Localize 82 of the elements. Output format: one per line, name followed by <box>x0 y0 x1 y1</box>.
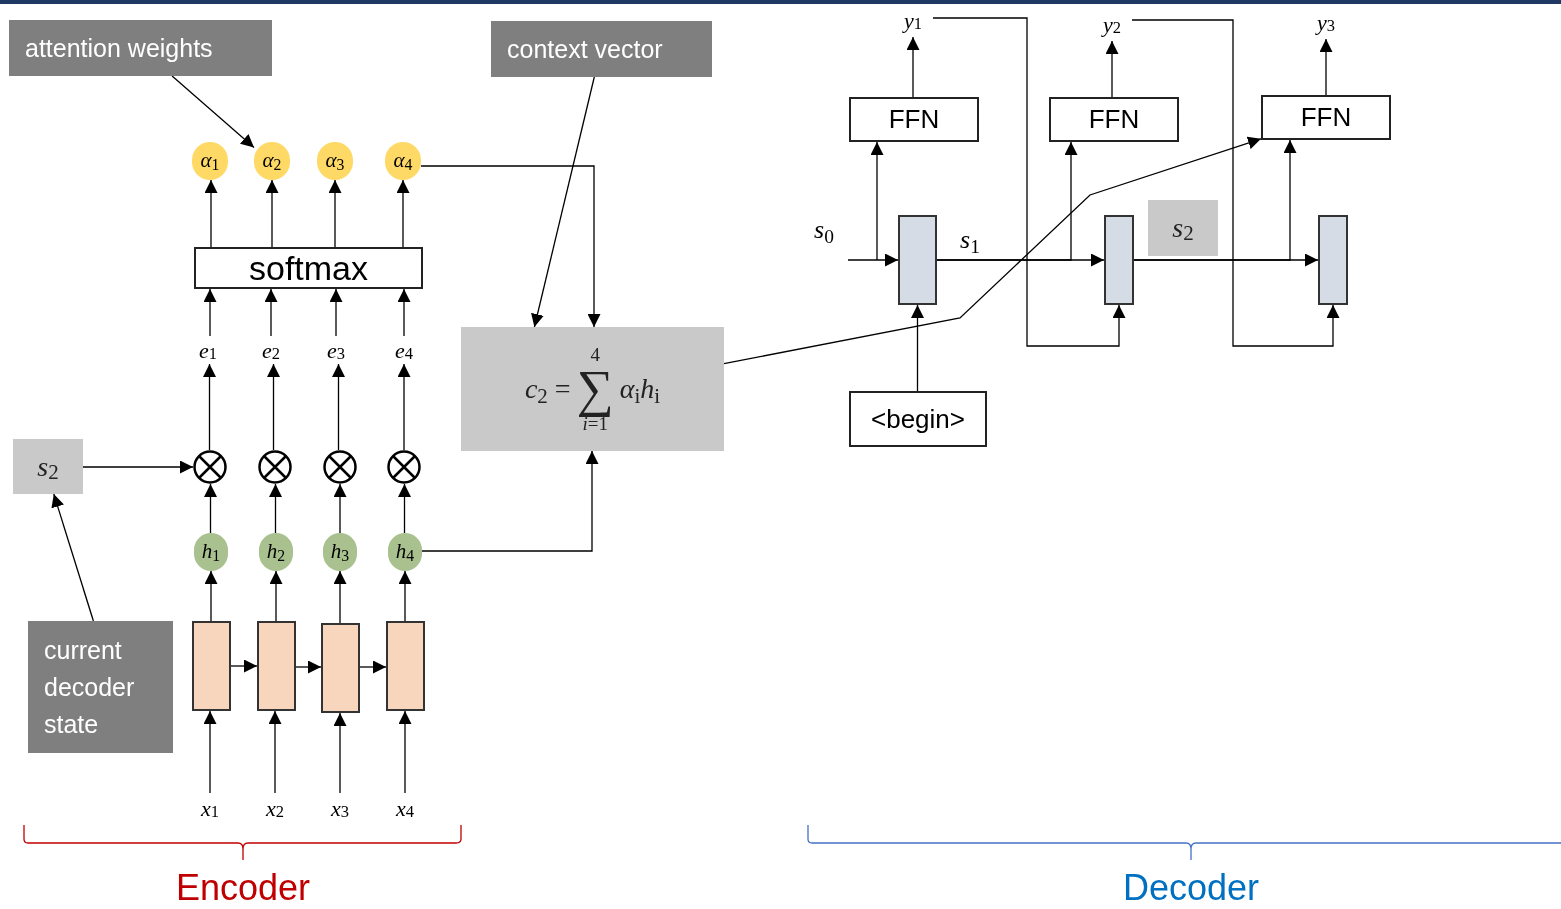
arrow <box>1319 38 1333 96</box>
callout-box: attention weights <box>9 20 272 76</box>
arrow <box>1105 40 1119 98</box>
arrow <box>171 75 255 149</box>
decoder-cell <box>1318 215 1348 305</box>
arrow <box>847 253 899 267</box>
decoder-cell <box>898 215 937 305</box>
arrow <box>870 141 884 261</box>
arrow <box>723 136 1262 365</box>
arrow <box>398 710 412 794</box>
arrow <box>333 712 347 794</box>
arrow <box>359 660 387 674</box>
arrow <box>82 460 194 474</box>
arrow <box>333 483 347 534</box>
arrow <box>1133 139 1297 261</box>
ffn-box: FFN <box>849 97 979 142</box>
arrow <box>267 363 280 451</box>
arrow <box>230 659 258 673</box>
math-variable: y$_{1}$ <box>893 3 933 37</box>
arrow <box>203 710 217 794</box>
math-variable: x$_{2}$ <box>257 793 293 823</box>
arrow <box>398 483 411 534</box>
callout-box: current decoder state <box>28 621 173 753</box>
math-variable: e$_{1}$ <box>190 336 226 364</box>
callout-box: context vector <box>491 21 712 77</box>
encoder-cell <box>257 621 296 711</box>
arrow <box>1131 19 1340 347</box>
section-label: Encoder <box>175 868 311 908</box>
arrow <box>932 17 1126 347</box>
arrow <box>421 450 599 552</box>
arrow <box>906 36 920 98</box>
math-variable: e$_{2}$ <box>253 336 289 364</box>
formula-text: c$_{2}$ = <box>524 372 571 410</box>
sum-limit: 4 <box>590 345 600 364</box>
arrow <box>936 141 1078 261</box>
arrow <box>264 288 278 337</box>
arrow <box>204 483 217 534</box>
arrow <box>269 483 282 534</box>
arrow <box>204 570 218 622</box>
arrow <box>268 710 282 794</box>
math-variable: x$_{4}$ <box>387 793 423 823</box>
decoder-cell <box>1104 215 1134 305</box>
multiply-symbol <box>193 450 227 484</box>
arrow <box>531 76 595 328</box>
arrow <box>204 179 218 248</box>
arrow <box>332 363 345 451</box>
arrow <box>420 165 601 328</box>
multiply-symbol <box>258 450 292 484</box>
arrow <box>203 363 216 451</box>
arrow <box>398 570 412 622</box>
math-variable: x$_{3}$ <box>322 793 358 823</box>
arrow <box>328 179 342 248</box>
math-variable: e$_{3}$ <box>318 336 354 364</box>
arrow <box>396 179 410 248</box>
ffn-box: FFN <box>1261 95 1391 140</box>
arrow <box>203 288 217 337</box>
section-label: Decoder <box>1122 868 1260 908</box>
formula-box <box>461 327 724 451</box>
arrow <box>295 660 322 674</box>
arrow <box>265 179 279 248</box>
ffn-box: FFN <box>1049 97 1179 142</box>
math-variable: e$_{4}$ <box>386 336 422 364</box>
arrow <box>269 570 283 622</box>
multiply-symbol <box>323 450 357 484</box>
arrow <box>333 570 347 624</box>
arrow <box>911 304 924 392</box>
arrow <box>51 493 95 622</box>
encoder-cell <box>386 621 425 711</box>
encoder-cell <box>192 621 231 711</box>
encoder-cell <box>321 623 360 713</box>
softmax-box: softmax <box>194 247 423 289</box>
math-variable: y$_{3}$ <box>1306 5 1346 39</box>
arrow <box>397 363 411 451</box>
math-variable: x$_{1}$ <box>192 793 228 823</box>
state-box: s$_{2}$ <box>1148 200 1218 256</box>
arrow <box>329 288 343 337</box>
input-token-box: <begin> <box>849 391 987 447</box>
state-box: s$_{2}$ <box>13 439 83 494</box>
formula-text: α$_{i}$h$_{i}$ <box>619 372 661 410</box>
math-variable: y$_{2}$ <box>1092 7 1132 41</box>
multiply-symbol <box>387 450 421 484</box>
arrow <box>397 288 411 337</box>
